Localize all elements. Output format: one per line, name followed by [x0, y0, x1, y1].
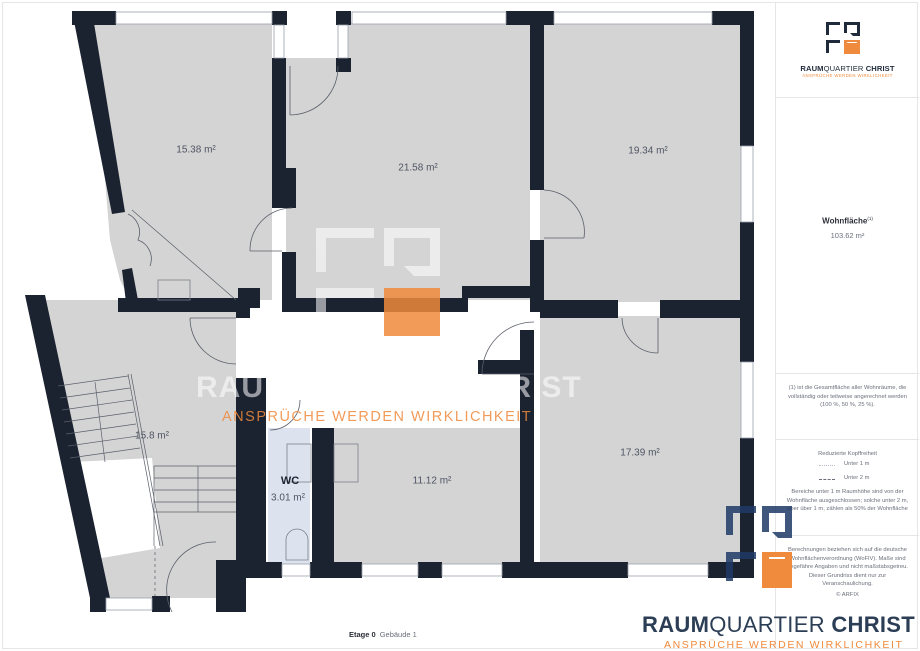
- watermark-brand-name: RAUMQUARTIER CHRIST: [196, 371, 582, 404]
- dashed-line-icon: [819, 479, 835, 480]
- disclaimer-text: Berechnungen beziehen sich auf die deuts…: [787, 547, 908, 588]
- room-area-label: 19.34 m²: [628, 145, 668, 157]
- credit-text: © ARFIX: [836, 591, 859, 598]
- building-label: Gebäude 1: [379, 630, 417, 639]
- walls: [25, 11, 754, 612]
- fixtures: [157, 279, 359, 561]
- watermark-tagline-bottom: ANSPRÜCHE WERDEN WIRKLICHKEIT: [664, 639, 904, 651]
- living-area-section: Wohnfläche(1) 103.62 m²: [776, 98, 919, 374]
- room-area-label: 3.01 m²: [271, 492, 305, 504]
- sidebar: RAUMQUARTIER CHRIST ANSPRÜCHE WERDEN WIR…: [775, 2, 919, 649]
- brand-name: RAUMQUARTIER CHRIST: [800, 64, 895, 73]
- watermark-orange-block: [384, 288, 440, 336]
- room-area-label: 15.8 m²: [135, 430, 169, 442]
- floor-plan: 15.38 m² 21.58 m² 19.34 m² 15.8 m² WC 3.…: [25, 11, 754, 639]
- living-area-label: Wohnfläche(1): [822, 216, 873, 226]
- dotted-line-icon: [819, 465, 835, 466]
- footnote-section: (1) ist die Gesamtfläche aller Wohnräume…: [776, 374, 919, 440]
- room-area-label: 21.58 m²: [398, 162, 438, 174]
- legend-under-1m: Unter 1 m: [776, 459, 919, 471]
- footnote-text: (1) ist die Gesamtfläche aller Wohnräume…: [788, 385, 907, 409]
- staircase: [57, 209, 237, 596]
- watermark-brand-name-bottom: RAUMQUARTIER CHRIST: [642, 612, 916, 637]
- disclaimer-section: Berechnungen beziehen sich auf die deuts…: [776, 536, 919, 649]
- sidebar-logo-section: RAUMQUARTIER CHRIST ANSPRÜCHE WERDEN WIR…: [776, 2, 919, 98]
- room-area-label: 11.12 m²: [412, 475, 452, 487]
- room-area-label: 17.39 m²: [620, 447, 660, 459]
- headroom-section: Reduzierte Kopffreiheit Unter 1 m Unter …: [776, 440, 919, 536]
- wc-floor: [268, 428, 310, 566]
- headroom-description: Bereiche unter 1 m Raumhöhe sind von der…: [786, 489, 909, 513]
- watermark-tagline: ANSPRÜCHE WERDEN WIRKLICHKEIT: [222, 409, 533, 425]
- room-floors: [42, 22, 742, 598]
- door-swings: [127, 65, 659, 613]
- headroom-title: Reduzierte Kopffreiheit: [818, 451, 877, 457]
- living-area-value: 103.62 m²: [830, 231, 865, 240]
- floor-plan-drawing: [25, 11, 754, 613]
- room-area-label: 15.38 m²: [176, 144, 216, 156]
- watermark-logo-bottom-right: [726, 506, 792, 588]
- legend-under-2m: Unter 2 m: [776, 473, 919, 485]
- floor-label: Etage 0: [349, 630, 376, 639]
- brand-tagline: ANSPRÜCHE WERDEN WIRKLICHKEIT: [802, 73, 893, 78]
- room-name-wc: WC: [280, 475, 300, 487]
- brand-logo-icon: [826, 22, 860, 54]
- windows: [105, 11, 754, 611]
- watermark-logo-center: [316, 228, 440, 328]
